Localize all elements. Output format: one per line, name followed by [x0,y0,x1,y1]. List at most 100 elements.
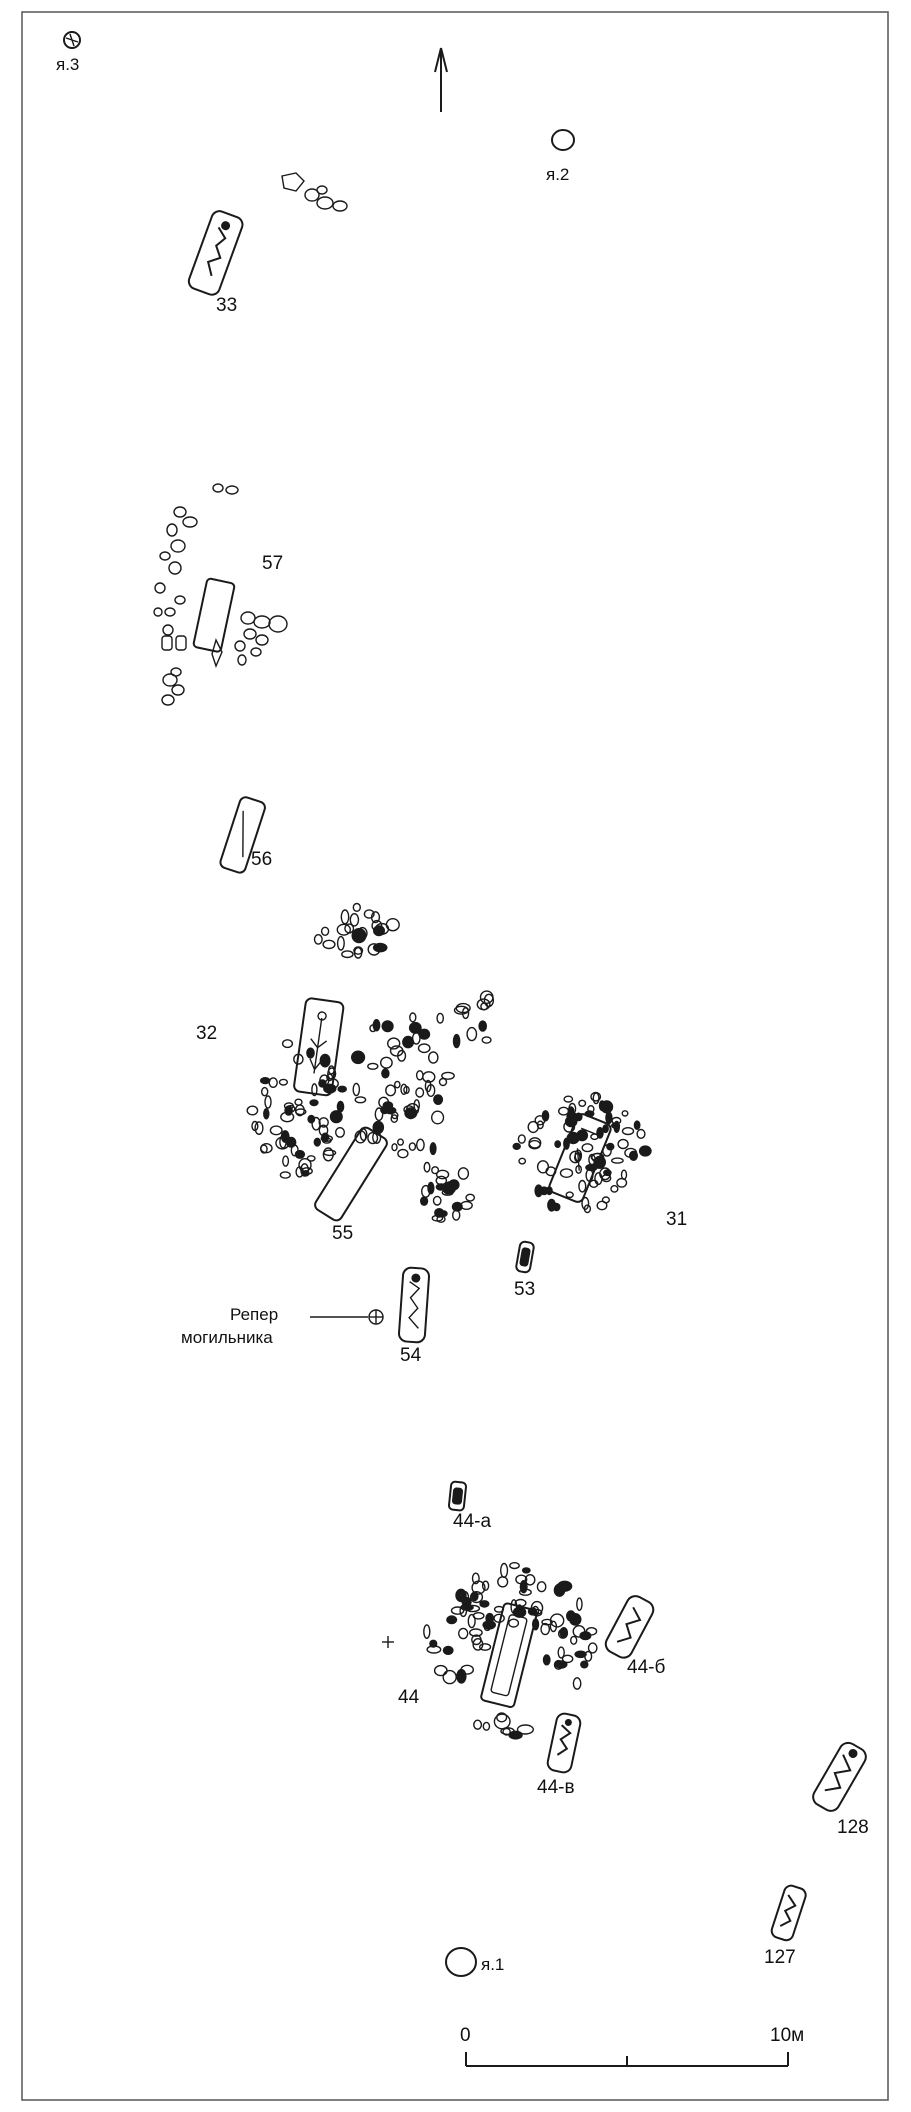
stone [542,1654,551,1666]
stone [466,1026,478,1042]
stone [426,1645,442,1654]
stone [512,1142,521,1151]
stone [298,1157,312,1172]
stone [367,1062,379,1070]
stone [404,1107,418,1120]
stone [452,1033,461,1049]
stone [322,939,336,950]
stone [372,1018,381,1032]
stone [415,1087,425,1098]
stone [536,1160,550,1174]
stone [471,1580,486,1595]
stone [279,1171,291,1179]
stone [479,1600,490,1608]
stone [473,1719,483,1730]
burial-127-label: 127 [764,1947,796,1968]
stone [621,1110,629,1117]
burial-31-outline [548,1113,612,1203]
burial-32-outline [293,997,345,1097]
stone [482,1721,491,1731]
stone [438,1077,448,1087]
stone [397,1138,405,1146]
stone [431,1166,440,1175]
stone [282,1155,290,1167]
stone [318,1079,327,1088]
stone [565,1191,574,1199]
stone [352,902,361,913]
stone [621,1126,635,1136]
stone [469,1590,484,1604]
stone [576,1597,583,1611]
stones-57 [153,483,288,706]
stone [283,1102,295,1110]
stone [402,1035,415,1049]
burial-44-v-label: 44-в [537,1777,575,1798]
stone [638,1145,652,1157]
stone [496,1712,508,1723]
stone [435,1175,448,1186]
stone [259,1144,268,1154]
pit-3-label: я.3 [56,55,80,74]
stone [536,1581,547,1593]
stone [337,1085,348,1093]
stone [578,1179,587,1193]
benchmark-symbol [310,1309,384,1325]
stone [536,1120,544,1130]
stone [540,1622,551,1636]
burial-127-outline [770,1884,807,1942]
stone [327,1067,337,1080]
stone [423,1161,431,1173]
stone [295,1166,304,1178]
stone [509,1561,520,1570]
stone [357,926,368,940]
pit-1-label: я.1 [481,1955,505,1974]
stone [294,1104,305,1117]
stone [336,935,345,951]
stone [610,1122,621,1129]
stone [393,1080,401,1089]
stone [432,1195,442,1206]
stone [285,1136,297,1148]
burial-128-label: 128 [837,1817,869,1838]
stone [570,1635,578,1645]
stone [472,1638,484,1651]
stone [602,1124,609,1134]
stone [592,1092,600,1105]
burial-44-b-outline [604,1595,655,1659]
stone [516,1724,535,1735]
stone [580,1660,589,1669]
stone [557,1646,565,1659]
stone [281,1039,294,1049]
stone [390,1114,399,1124]
stone [306,1047,315,1059]
stone [280,1111,295,1123]
stone [251,1120,259,1132]
burial-56-outline [219,796,266,874]
stone [441,1071,455,1080]
stone [559,1627,569,1639]
stone [381,1020,394,1033]
stone [456,1668,467,1684]
stone [423,1624,431,1640]
stone [336,1100,345,1113]
stone [633,1120,641,1130]
stone [268,1077,278,1089]
stone [367,943,381,956]
burial-55-label: 55 [332,1223,354,1244]
stone [379,1056,393,1069]
stone [427,1181,435,1195]
stone [467,1613,476,1629]
stones-32-55 [246,902,495,1223]
north-arrow [434,47,448,112]
stone [479,990,494,1005]
stone [372,1130,382,1145]
stone [601,1196,611,1204]
burial-44-a-outline [447,1480,468,1512]
stones-44 [423,1561,598,1740]
stone [587,1642,598,1654]
burial-44-outline [480,1602,538,1709]
stone [534,1115,546,1126]
stone [557,1580,573,1592]
stone [326,1073,334,1082]
